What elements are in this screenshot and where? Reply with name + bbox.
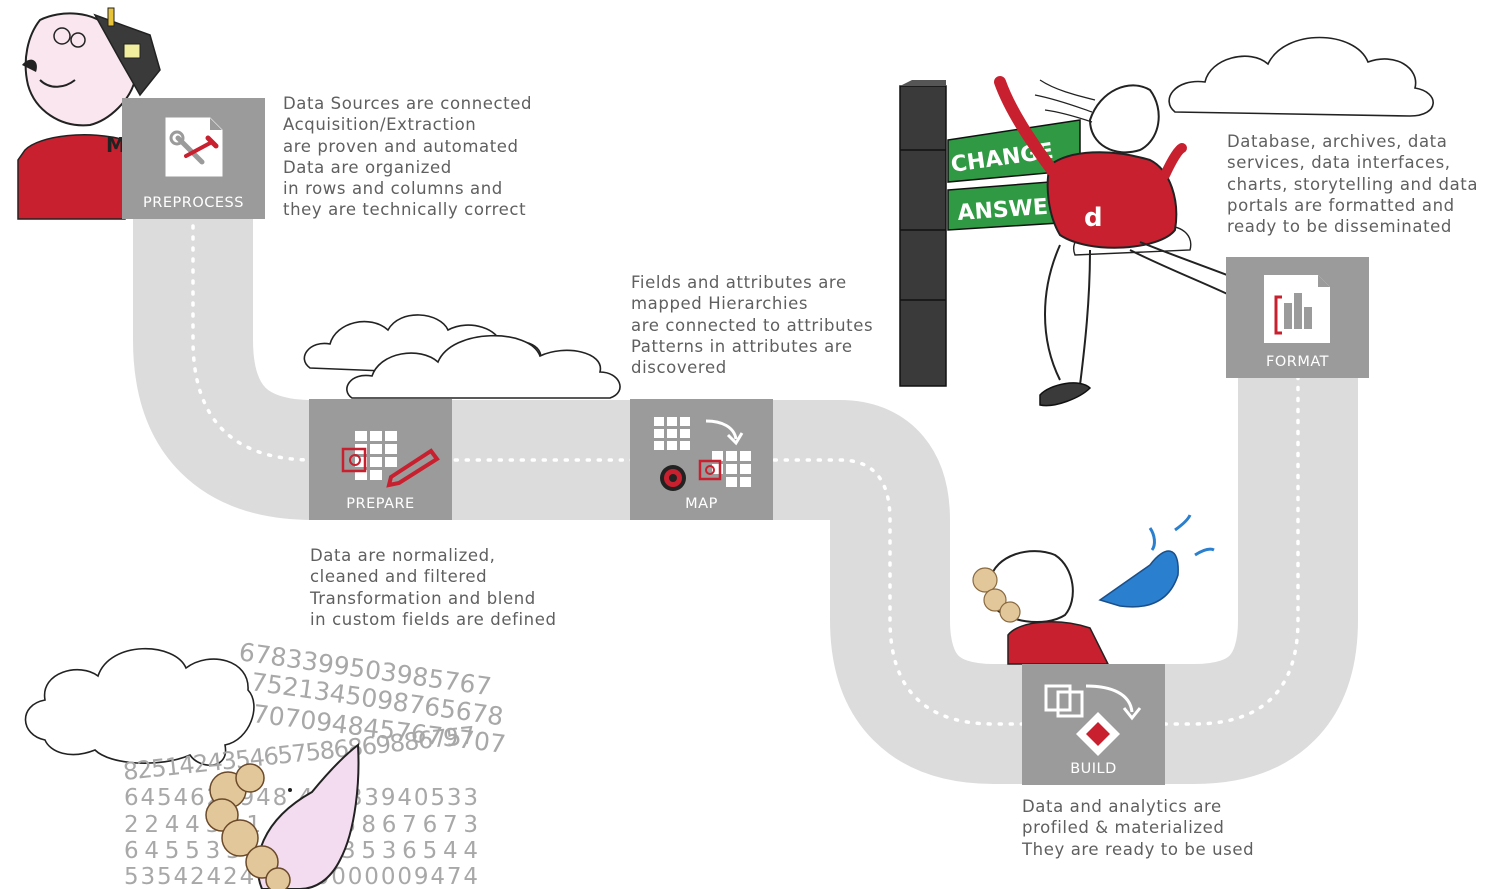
step-box-format: FORMAT (1226, 257, 1369, 378)
description-line: Data are normalized, (310, 545, 557, 566)
description-line: Data Sources are connected (283, 93, 532, 114)
description-preprocess: Data Sources are connected Acquisition/E… (283, 93, 532, 221)
description-line: services, data interfaces, (1227, 152, 1478, 173)
step-label-format: FORMAT (1226, 354, 1369, 370)
description-format: Database, archives, data services, data … (1227, 131, 1478, 237)
shirt-letter: d (1084, 203, 1103, 233)
description-line: Database, archives, data (1227, 131, 1478, 152)
description-line: profiled & materialized (1022, 817, 1254, 838)
description-line: charts, storytelling and data (1227, 174, 1478, 195)
step-label-preprocess: PREPROCESS (122, 195, 265, 211)
description-line: are connected to attributes (631, 315, 873, 336)
description-line: are proven and automated (283, 136, 532, 157)
step-label-prepare: PREPARE (309, 496, 452, 512)
description-line: cleaned and filtered (310, 566, 557, 587)
step-label-build: BUILD (1022, 761, 1165, 777)
description-line: Transformation and blend (310, 588, 557, 609)
description-line: in rows and columns and (283, 178, 532, 199)
cloud-middle (304, 315, 620, 398)
step-label-map: MAP (630, 496, 773, 512)
description-line: Data and analytics are (1022, 796, 1254, 817)
signpost-illustration: CHANGE ANSWER (900, 80, 1080, 386)
description-line: They are ready to be used (1022, 839, 1254, 860)
description-line: they are technically correct (283, 199, 532, 220)
description-map: Fields and attributes are mapped Hierarc… (631, 272, 873, 378)
description-line: Fields and attributes are (631, 272, 873, 293)
step-box-preprocess: PREPROCESS (122, 98, 265, 219)
step-box-map: MAP (630, 399, 773, 520)
step-box-prepare: PREPARE (309, 399, 452, 520)
step-box-build: BUILD (1022, 664, 1165, 785)
megaphone-character-illustration (973, 515, 1214, 664)
description-line: discovered (631, 357, 873, 378)
description-line: Acquisition/Extraction (283, 114, 532, 135)
description-build: Data and analytics are profiled & materi… (1022, 796, 1254, 860)
description-line: ready to be disseminated (1227, 216, 1478, 237)
description-line: Data are organized (283, 157, 532, 178)
description-line: in custom fields are defined (310, 609, 557, 630)
description-line: Patterns in attributes are (631, 336, 873, 357)
description-line: portals are formatted and (1227, 195, 1478, 216)
description-line: mapped Hierarchies (631, 293, 873, 314)
cloud-top-right (1169, 38, 1433, 117)
description-prepare: Data are normalized, cleaned and filtere… (310, 545, 557, 630)
